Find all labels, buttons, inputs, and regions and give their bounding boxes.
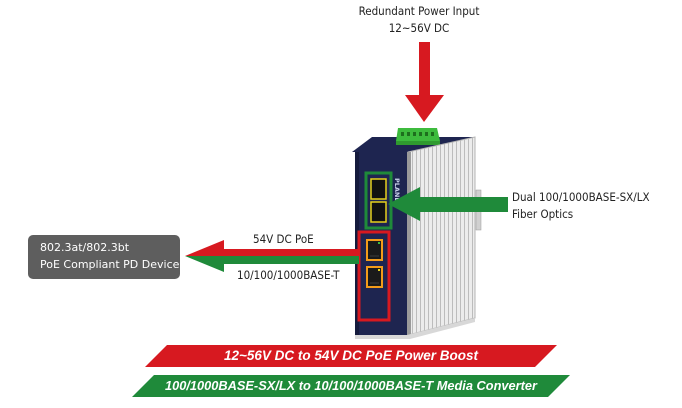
rj45-port[interactable]: [366, 239, 383, 261]
terminal-block-icon: [396, 128, 440, 145]
brand-logo: PLANET: [393, 178, 401, 207]
rj45-ports-highlight: [357, 230, 391, 322]
power-input-arrow: [405, 42, 444, 122]
heatsink: [407, 136, 476, 336]
copper-speed-label: 10/100/1000BASE-T: [237, 268, 340, 282]
power-input-voltage: 12~56V DC: [388, 21, 450, 35]
poe-voltage-label: 54V DC PoE: [253, 232, 314, 246]
fiber-port[interactable]: [370, 178, 387, 200]
pd-device-standard: 802.3at/802.3bt: [40, 241, 130, 254]
pd-device-description: PoE Compliant PD Device: [40, 258, 180, 271]
media-converter-banner: 100/1000BASE-SX/LX to 10/100/1000BASE-T …: [132, 375, 570, 397]
power-input-label: Redundant Power Input 12~56V DC: [0, 3, 682, 37]
power-input-title: Redundant Power Input: [358, 4, 480, 18]
fiber-label: Dual 100/1000BASE-SX/LX Fiber Optics: [512, 189, 650, 223]
rj45-port[interactable]: [366, 266, 383, 288]
poe-data-arrow: [185, 240, 359, 272]
fiber-port[interactable]: [370, 201, 387, 223]
pd-device-box: 802.3at/802.3bt PoE Compliant PD Device: [28, 235, 180, 279]
power-boost-banner: 12~56V DC to 54V DC PoE Power Boost: [145, 345, 557, 367]
fiber-label-line2: Fiber Optics: [512, 207, 574, 221]
device: PLANET: [352, 128, 482, 339]
fiber-arrow: [388, 187, 508, 221]
fiber-label-line1: Dual 100/1000BASE-SX/LX: [512, 190, 650, 204]
fiber-ports-highlight: [364, 171, 393, 230]
